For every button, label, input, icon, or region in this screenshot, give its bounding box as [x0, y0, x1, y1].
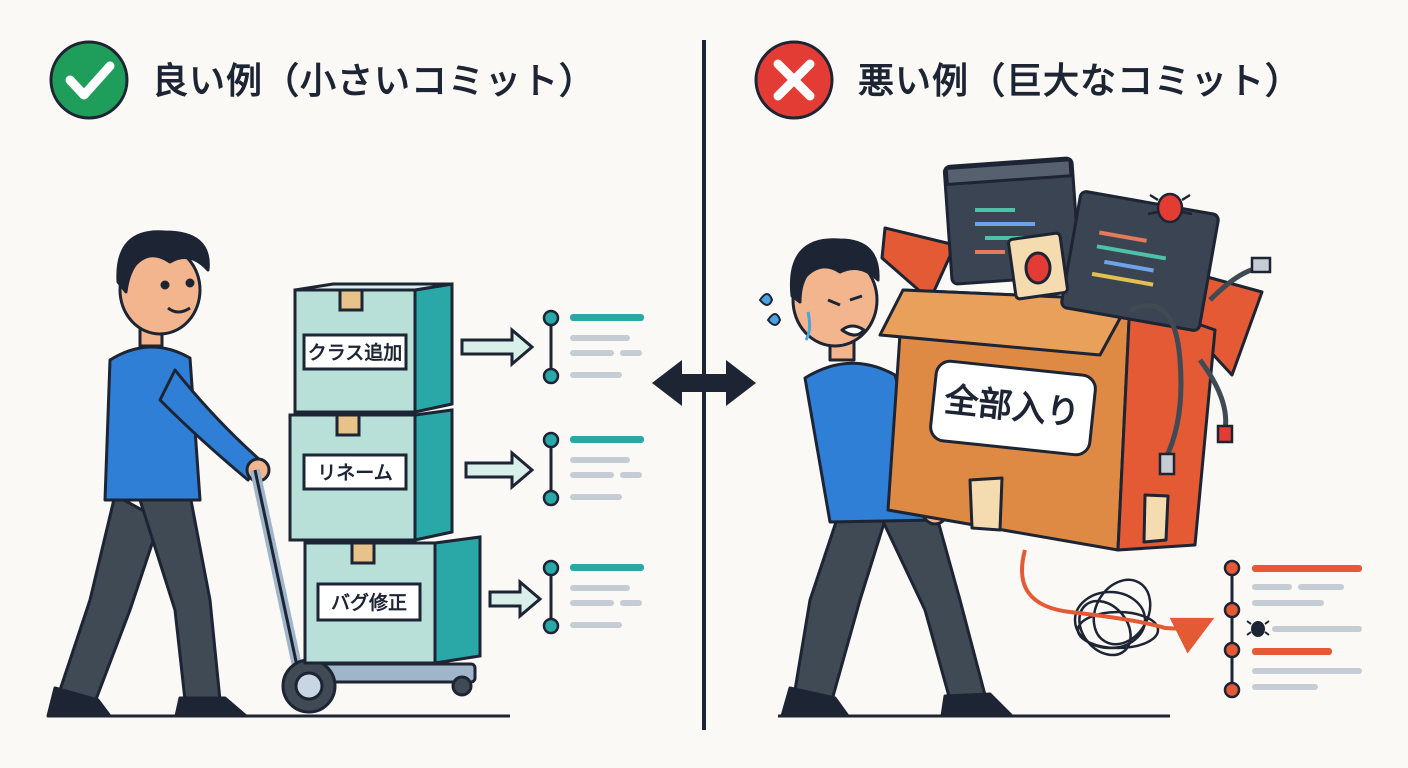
cross-icon	[754, 40, 834, 120]
good-commit-arrows	[460, 326, 543, 620]
check-icon	[49, 40, 129, 120]
plug-icon	[1158, 256, 1272, 476]
double-arrow-icon	[652, 360, 756, 406]
box-label-bug-fix: バグ修正	[331, 591, 407, 614]
bad-example-title: 悪い例（巨大なコミット）	[858, 61, 1303, 102]
good-example-title: 良い例（小さいコミット）	[152, 61, 597, 102]
code-window-left-lines	[975, 208, 1035, 254]
tangled-history-icon	[1073, 578, 1160, 657]
box-label-rename: リネーム	[317, 462, 392, 484]
person-with-handtruck	[46, 230, 271, 718]
box-bug-fix	[303, 535, 482, 665]
code-window-right-lines	[1091, 230, 1167, 287]
code-window-right	[1060, 190, 1220, 332]
bug-card	[1007, 231, 1069, 301]
box-rename	[288, 408, 454, 542]
hand-truck	[250, 468, 477, 714]
box-label-card	[929, 359, 1097, 457]
box-class-add	[293, 282, 454, 414]
bad-commit-log	[1223, 559, 1362, 699]
bug-icon-small	[1246, 620, 1270, 637]
messy-arrow	[1020, 549, 1215, 654]
box-label-class-add: クラス追加	[308, 341, 403, 364]
sweat-drops-icon	[758, 293, 782, 326]
good-commit-log	[542, 309, 644, 635]
bug-icon	[1147, 192, 1193, 224]
